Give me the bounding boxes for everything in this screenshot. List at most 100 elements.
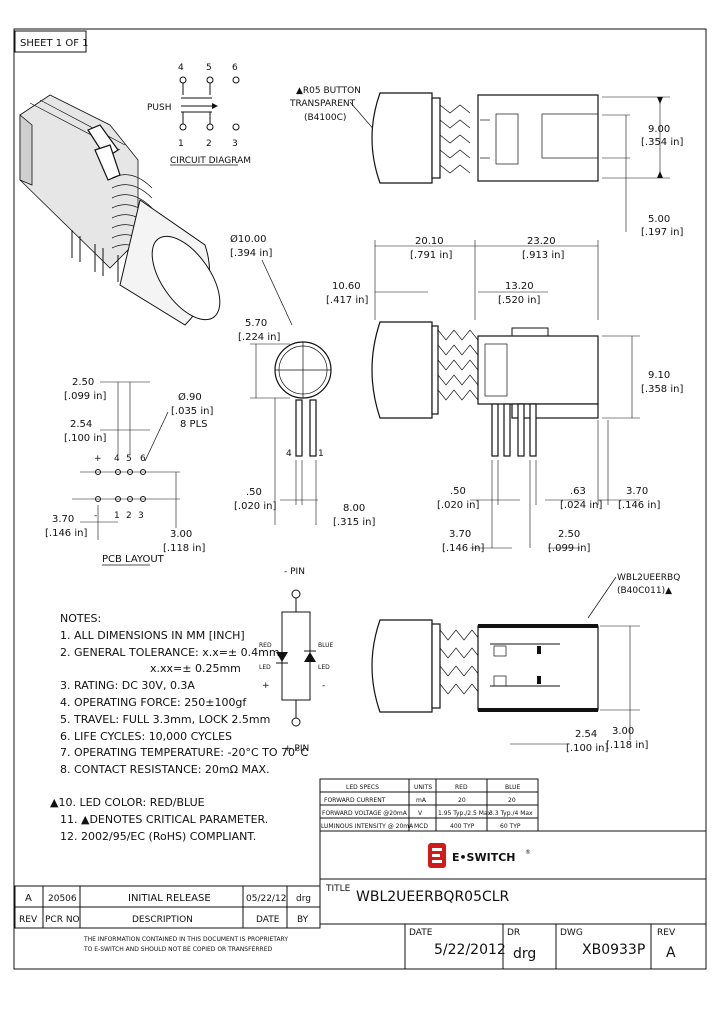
eswitch-logo: E•SWITCH ®	[428, 843, 531, 868]
dim-9-10-in: [.358 in]	[641, 384, 683, 395]
side-dim-250: 2.50	[558, 529, 580, 540]
pcb-dim-250: 2.50	[72, 377, 94, 388]
circuit-pin-2: 2	[206, 139, 212, 149]
sheet-label: SHEET 1 OF 1	[20, 38, 89, 49]
front-dim-800: 8.00	[343, 503, 365, 514]
revision-table: A 20506 INITIAL RELEASE 05/22/12 drg REV…	[14, 885, 321, 953]
circuit-pin-5: 5	[206, 63, 212, 73]
dim-5-00: 5.00	[648, 214, 670, 225]
front-pin-1: 1	[318, 449, 324, 459]
note-1: 1. ALL DIMENSIONS IN MM [INCH]	[60, 629, 245, 642]
pcb-bottom-label-1: 1	[114, 511, 120, 521]
top-view: 9.00 [.354 in] 5.00 [.197 in]	[371, 92, 683, 238]
rev-label: REV	[657, 928, 676, 938]
bottom-dim-254-in: [.100 in]	[566, 743, 608, 754]
front-pin-4: 4	[286, 449, 292, 459]
circuit-pin-3: 3	[232, 139, 238, 149]
pcb-dim-370: 3.70	[52, 514, 74, 525]
push-label: PUSH	[147, 103, 172, 113]
notes-title: NOTES:	[60, 612, 101, 625]
note-6: 6. LIFE CYCLES: 10,000 CYCLES	[60, 730, 232, 743]
bottom-note-line2: (B40C011)▲	[617, 586, 672, 596]
dim-20-10-in: [.791 in]	[410, 250, 452, 261]
dwg-label: DWG	[560, 928, 583, 938]
pcb-hole-count: 8 PLS	[180, 419, 208, 430]
dim-13-20-in: [.520 in]	[498, 295, 540, 306]
pcb-dim-370-in: [.146 in]	[45, 528, 87, 539]
specs-r0-c1: mA	[416, 797, 427, 804]
plus-pin-label: + PIN	[284, 744, 309, 754]
dim-20-10: 20.10	[415, 236, 444, 247]
front-dim-050: .50	[246, 487, 262, 498]
rev-value: A	[666, 945, 676, 961]
pcb-layout-title: PCB LAYOUT	[102, 554, 165, 565]
specs-r2-c3: 60 TYP	[500, 823, 521, 830]
dwg-value: XB0933P	[582, 942, 645, 958]
note-2b: x.xx=± 0.25mm	[150, 662, 241, 675]
rev-row-date: 05/22/12	[246, 894, 286, 904]
pcb-dim-300-in: [.118 in]	[163, 543, 205, 554]
note-7: 7. OPERATING TEMPERATURE: -20°C TO 70°C	[60, 746, 309, 759]
specs-r0-c2: 20	[458, 797, 466, 804]
note-4: 4. OPERATING FORCE: 250±100gf	[60, 696, 247, 709]
dim-5-70: 5.70	[245, 318, 267, 329]
button-note-line2: TRANSPARENT	[289, 99, 356, 109]
rev-header-date: DATE	[256, 915, 280, 925]
specs-r0-c3: 20	[508, 797, 516, 804]
red-led-label: LED	[259, 664, 271, 671]
dr-value: drg	[513, 946, 536, 962]
red-label: RED	[259, 642, 272, 649]
bottom-view: WBL2UEERBQ (B40C011)▲ 2.54 [.100 in] 3.0…	[371, 573, 680, 754]
specs-header-2: RED	[455, 784, 468, 791]
dim-23-20: 23.20	[527, 236, 556, 247]
rev-row-pcr: 20506	[48, 894, 77, 904]
circuit-pin-4: 4	[178, 63, 184, 73]
specs-r2-c2: 400 TYP	[450, 823, 475, 830]
button-note-line3: (B4100C)	[304, 113, 346, 123]
dim-9-10: 9.10	[648, 370, 670, 381]
dim-5-70-in: [.224 in]	[238, 332, 280, 343]
rev-header-by: BY	[297, 915, 309, 925]
side-dim-370-in: [.146 in]	[618, 500, 660, 511]
pcb-bottom-label-3: 3	[138, 511, 144, 521]
dim-diameter: Ø10.00	[230, 233, 267, 245]
dim-10-60-in: [.417 in]	[326, 295, 368, 306]
led-schematic: - PIN RED LED + BLUE LED - + PIN	[259, 567, 334, 754]
minus-right-label: -	[322, 681, 325, 691]
front-dim-050-in: [.020 in]	[234, 501, 276, 512]
dim-23-20-in: [.913 in]	[522, 250, 564, 261]
front-dim-800-in: [.315 in]	[333, 517, 375, 528]
circuit-pin-1: 1	[178, 139, 184, 149]
note-10: ▲10. LED COLOR: RED/BLUE	[50, 796, 205, 809]
plus-left-label: +	[262, 681, 270, 691]
bottom-dim-254: 2.54	[575, 729, 597, 740]
rev-row-description: INITIAL RELEASE	[128, 893, 211, 904]
specs-r2-c1: MCD	[414, 823, 428, 830]
specs-header-0: LED SPECS	[346, 784, 379, 791]
dim-diameter-in: [.394 in]	[230, 248, 272, 259]
rev-header-pcr: PCR NO	[45, 915, 80, 925]
pcb-dim-254: 2.54	[70, 419, 92, 430]
dim-9-00-in: [.354 in]	[641, 137, 683, 148]
note-3: 3. RATING: DC 30V, 0.3A	[60, 679, 195, 692]
front-view: Ø10.00 [.394 in] 5.70 [.224 in] 4 1 .50 …	[230, 233, 375, 528]
dr-label: DR	[507, 928, 520, 938]
blue-led-label: LED	[318, 664, 330, 671]
note-11: 11. ▲DENOTES CRITICAL PARAMETER.	[60, 813, 268, 826]
side-dim-370b-in: [.146 in]	[442, 543, 484, 554]
button-note-line1: ▲R05 BUTTON	[296, 86, 361, 96]
led-specs-table: LED SPECS UNITS RED BLUE FORWARD CURRENT…	[319, 778, 539, 832]
dim-5-00-in: [.197 in]	[641, 227, 683, 238]
pcb-layout: 2.50 [.099 in] 2.54 [.100 in] Ø.90 [.035…	[45, 377, 213, 566]
side-dim-050: .50	[450, 486, 466, 497]
specs-header-1: UNITS	[414, 784, 432, 791]
minus-pin-label: - PIN	[284, 567, 305, 577]
note-2: 2. GENERAL TOLERANCE: x.x=± 0.4mm	[60, 646, 280, 659]
dim-9-00: 9.00	[648, 124, 670, 135]
specs-r1-c0: FORWARD VOLTAGE @20mA	[322, 810, 408, 817]
specs-r0-c0: FORWARD CURRENT	[324, 797, 386, 804]
note-8: 8. CONTACT RESISTANCE: 20mΩ MAX.	[60, 763, 270, 776]
side-dim-050-in: [.020 in]	[437, 500, 479, 511]
logo-registered: ®	[525, 849, 531, 856]
